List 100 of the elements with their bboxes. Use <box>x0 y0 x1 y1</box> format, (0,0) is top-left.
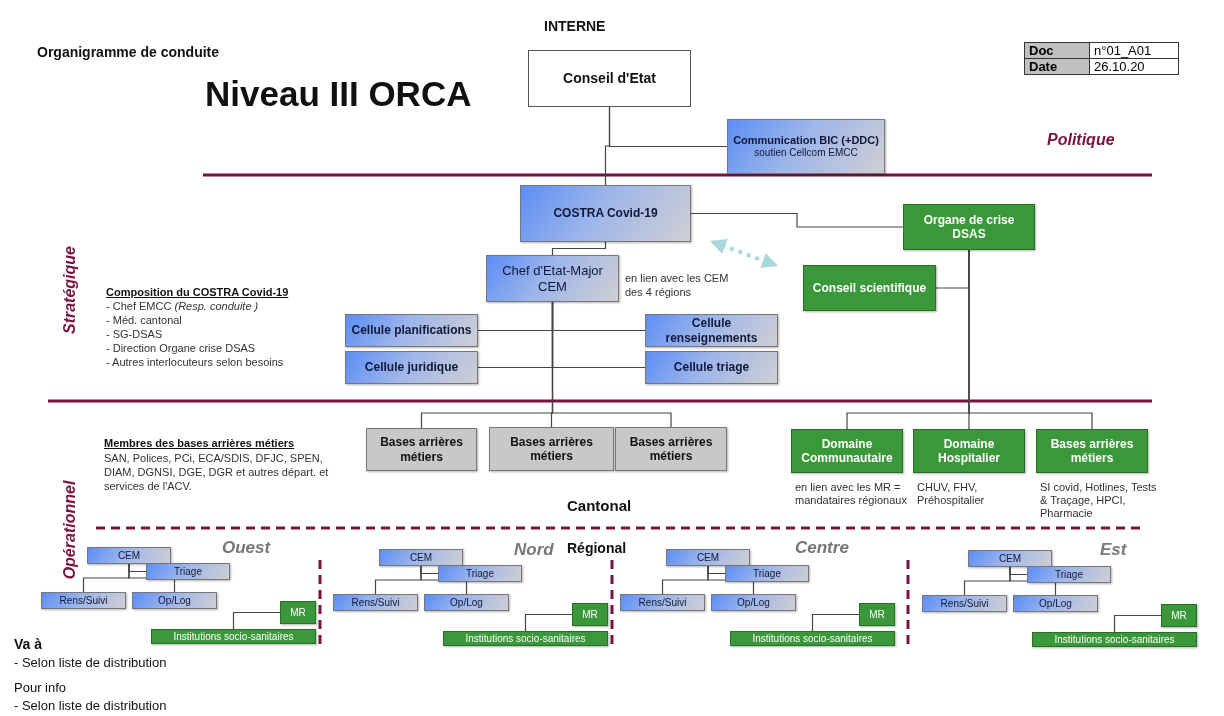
box-label: Cellule triage <box>673 360 750 375</box>
box-label: Institutions socio-sanitaires <box>752 632 873 645</box>
org-box <box>859 603 895 626</box>
box-note: en lien avec les MR = mandataires régionaux <box>795 481 908 508</box>
org-box <box>489 427 614 471</box>
text-label: - Chef EMCC (Resp. conduite ) <box>106 300 259 314</box>
box-label: Rens/Suivi <box>351 596 400 609</box>
box-label: Organe de crise DSAS <box>922 212 1016 242</box>
org-box <box>727 119 885 174</box>
text-label: Ouest <box>222 538 271 558</box>
org-box <box>711 594 796 611</box>
box-label: MR <box>869 608 885 621</box>
table-cell: 26.10.20 <box>1089 58 1179 75</box>
connector-line <box>524 613 573 632</box>
text-label: - Direction Organe crise DSAS <box>106 342 256 356</box>
text-label: - SG-DSAS <box>106 328 163 342</box>
text-label: Opérationnel <box>61 480 79 580</box>
org-box <box>645 314 778 347</box>
text-label: SAN, Polices, PCi, ECA/SDIS, DFJC, SPEN, DIAM, DGNSI, DGE, DGR et autres départ. et services de l'ACV. <box>104 452 330 494</box>
org-box <box>1013 595 1098 612</box>
org-box <box>1032 632 1197 647</box>
box-label: Op/Log <box>158 594 191 607</box>
box-label: Bases arrières métiers <box>1049 436 1135 466</box>
text-label: Pour info <box>14 680 67 695</box>
org-box <box>379 549 463 566</box>
box-label: Communication BIC (+DDC) <box>733 133 879 148</box>
connector-line <box>690 212 904 228</box>
box-label: Bases arrières métiers <box>628 434 714 464</box>
org-box <box>345 351 478 384</box>
text-label: - Selon liste de distribution <box>14 698 167 713</box>
org-box <box>520 185 691 242</box>
org-box <box>1161 604 1197 627</box>
box-label: Op/Log <box>1039 597 1072 610</box>
text-label: Politique <box>1047 131 1115 149</box>
box-label: Op/Log <box>450 596 483 609</box>
org-box <box>572 603 608 626</box>
box-label: Rens/Suivi <box>940 597 989 610</box>
org-box <box>87 547 171 564</box>
table-cell: Date <box>1024 58 1090 75</box>
text-label: Cantonal <box>567 497 632 514</box>
text-label: - Méd. cantonal <box>106 314 182 328</box>
org-box <box>366 428 477 471</box>
box-label: soutien Cellcom EMCC <box>754 147 858 160</box>
box-label: MR <box>582 608 598 621</box>
box-label: Conseil scientifique <box>812 280 927 296</box>
org-box <box>620 594 705 611</box>
box-label: Institutions socio-sanitaires <box>1054 633 1175 646</box>
org-box <box>645 351 778 384</box>
box-label: Institutions socio-sanitaires <box>465 632 586 645</box>
org-box <box>903 204 1035 250</box>
box-label: CEM <box>409 551 433 564</box>
text-label: Nord <box>514 540 554 560</box>
box-note: SI covid, Hotlines, Tests & Traçage, HPCI, Pharmacie <box>1040 481 1158 521</box>
box-label: MR <box>1171 609 1187 622</box>
connector-line <box>232 611 281 630</box>
org-box <box>151 629 316 644</box>
org-box <box>146 563 230 580</box>
box-label: Domaine Communautaire <box>800 436 894 466</box>
box-label: Rens/Suivi <box>638 596 687 609</box>
org-box <box>486 255 619 302</box>
box-label: CEM <box>696 551 720 564</box>
box-label: CEM <box>117 549 141 562</box>
box-label: Institutions socio-sanitaires <box>173 630 294 643</box>
org-box <box>1027 566 1111 583</box>
box-label: Cellule juridique <box>364 360 459 375</box>
box-label: Conseil d'Etat <box>563 70 656 87</box>
box-label: Triage <box>174 565 202 578</box>
box-label: Cellule renseignements <box>664 316 759 345</box>
org-box <box>345 314 478 347</box>
text-label: Est <box>1100 540 1127 560</box>
org-box <box>803 265 936 311</box>
org-box <box>730 631 895 646</box>
box-label: Rens/Suivi <box>59 594 108 607</box>
org-box <box>443 631 608 646</box>
connector-line <box>551 241 607 256</box>
box-label: Triage <box>753 567 781 580</box>
org-box <box>528 50 691 107</box>
connector-line <box>551 301 672 428</box>
org-box <box>333 594 418 611</box>
text-label: - Selon liste de distribution <box>14 655 167 670</box>
connector-line <box>811 613 860 632</box>
text-label: Composition du COSTRA Covid-19 <box>106 286 289 298</box>
org-box <box>913 429 1025 473</box>
connector-line <box>1113 614 1162 633</box>
text-label: en lien avec les CEM des 4 régions <box>625 272 730 300</box>
org-box <box>922 595 1007 612</box>
text-label: INTERNE <box>544 18 606 34</box>
text-label: Va à <box>14 636 43 652</box>
org-box <box>1036 429 1148 473</box>
org-box <box>615 427 727 471</box>
org-box <box>666 549 750 566</box>
org-box <box>280 601 316 624</box>
box-label: MR <box>290 606 306 619</box>
box-label: Chef d'Etat-Major CEM <box>501 262 604 295</box>
text-label: Régional <box>567 540 627 556</box>
connector-line <box>608 106 728 148</box>
org-box <box>41 592 126 609</box>
org-box <box>968 550 1052 567</box>
text-label: Stratégique <box>61 246 79 334</box>
diagram-title: Niveau III ORCA <box>205 74 472 114</box>
